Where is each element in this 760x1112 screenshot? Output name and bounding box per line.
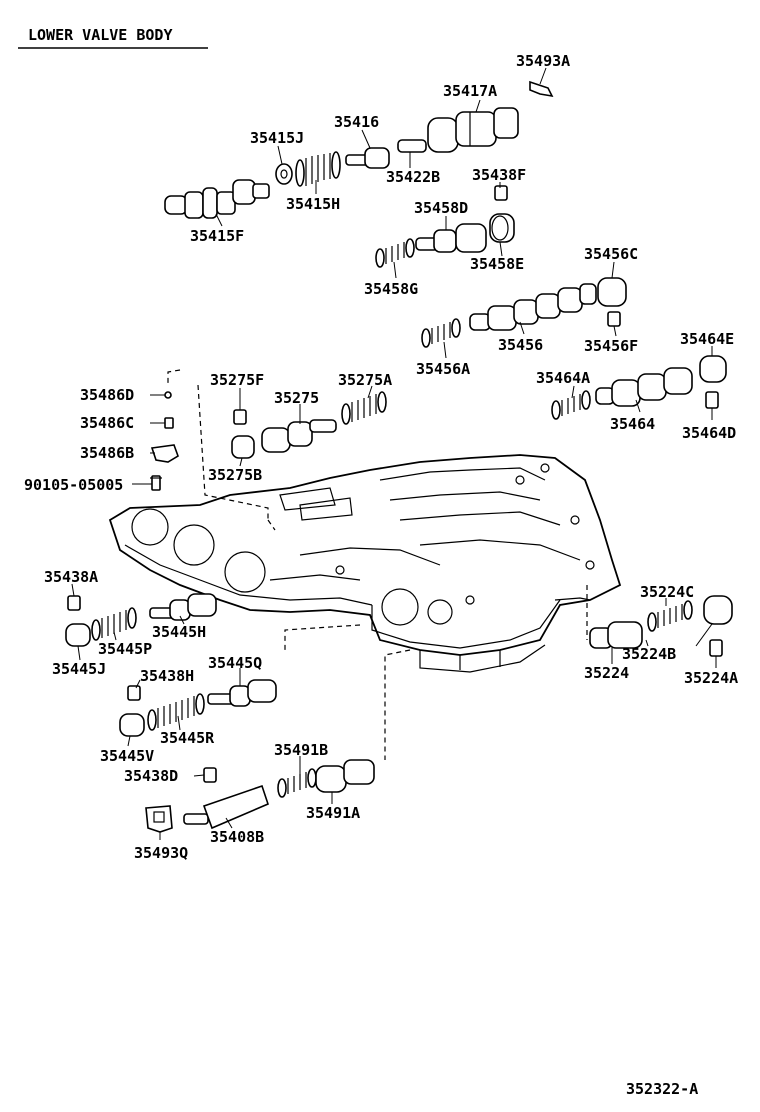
label-35493A: 35493A xyxy=(516,52,570,70)
part-35464E xyxy=(699,355,727,383)
label-35224C: 35224C xyxy=(640,583,694,601)
label-35464A: 35464A xyxy=(536,369,590,387)
label-35438A: 35438A xyxy=(44,568,98,586)
label-35438D: 35438D xyxy=(124,767,178,785)
label-35417A: 35417A xyxy=(443,82,497,100)
label-35415J: 35415J xyxy=(250,129,304,147)
part-35464A-spring xyxy=(551,390,591,420)
part-35408B xyxy=(183,784,269,830)
part-35464D xyxy=(705,391,719,409)
label-35464: 35464 xyxy=(610,415,655,433)
label-35491B: 35491B xyxy=(274,741,328,759)
part-35224C-spring xyxy=(647,600,693,632)
part-35493Q xyxy=(145,805,173,833)
part-35456C xyxy=(597,277,627,307)
part-35224 xyxy=(589,621,643,649)
part-35491A xyxy=(315,759,375,793)
part-35445J xyxy=(65,623,91,647)
label-35415H: 35415H xyxy=(286,195,340,213)
label-35491A: 35491A xyxy=(306,804,360,822)
part-35456A-spring xyxy=(421,318,461,348)
label-35445Q: 35445Q xyxy=(208,654,262,672)
part-35422B xyxy=(397,139,427,153)
part-35224B xyxy=(703,595,733,625)
label-35275: 35275 xyxy=(274,389,319,407)
part-35415J xyxy=(275,163,293,185)
part-35464 xyxy=(595,367,693,407)
diagram-title: LOWER VALVE BODY xyxy=(28,26,173,44)
part-35486B xyxy=(150,444,179,463)
part-35456 xyxy=(469,283,597,331)
part-35491B-spring xyxy=(277,768,317,798)
leader-lines xyxy=(71,67,717,840)
part-35486C xyxy=(164,417,174,429)
label-35408B: 35408B xyxy=(210,828,264,846)
part-35275A-spring xyxy=(341,391,387,425)
label-35445P: 35445P xyxy=(98,640,152,658)
part-labels: 35493A 35417A 35415J 35416 35422B 35438F… xyxy=(24,52,738,862)
part-35456F xyxy=(607,311,621,327)
label-35445J: 35445J xyxy=(52,660,106,678)
label-35486C: 35486C xyxy=(80,414,134,432)
part-35224A xyxy=(709,639,723,657)
label-35458D: 35458D xyxy=(414,199,468,217)
label-35224A: 35224A xyxy=(684,669,738,687)
label-35486B: 35486B xyxy=(80,444,134,462)
label-35275F: 35275F xyxy=(210,371,264,389)
label-35275B: 35275B xyxy=(208,466,262,484)
label-35464D: 35464D xyxy=(682,424,736,442)
label-35458E: 35458E xyxy=(470,255,524,273)
label-35224: 35224 xyxy=(584,664,629,682)
label-35275A: 35275A xyxy=(338,371,392,389)
part-35275F xyxy=(233,409,247,425)
part-35458G-spring xyxy=(375,238,415,268)
label-35438F: 35438F xyxy=(472,166,526,184)
part-35415H-spring xyxy=(295,151,341,187)
part-35445V xyxy=(119,713,145,737)
part-35417A xyxy=(427,107,519,153)
part-35438D xyxy=(203,767,217,783)
label-35456F: 35456F xyxy=(584,337,638,355)
label-35438H: 35438H xyxy=(140,667,194,685)
part-35445P-spring xyxy=(91,607,137,641)
part-35438A xyxy=(67,595,81,611)
label-35416: 35416 xyxy=(334,113,379,131)
label-35224B: 35224B xyxy=(622,645,676,663)
part-35438H xyxy=(127,685,141,701)
part-35275B xyxy=(231,435,255,459)
label-35486D: 35486D xyxy=(80,386,134,404)
part-35415F xyxy=(164,179,270,219)
part-35486D xyxy=(164,391,172,399)
valve-body-casting xyxy=(108,454,622,673)
label-35456: 35456 xyxy=(498,336,543,354)
part-35416 xyxy=(345,147,390,169)
label-90105-05005: 90105-05005 xyxy=(24,476,123,494)
part-35275 xyxy=(261,419,337,453)
diagram-reference-number: 352322-A xyxy=(626,1080,698,1098)
label-35458G: 35458G xyxy=(364,280,418,298)
part-35438F xyxy=(494,185,508,201)
part-35458E xyxy=(489,213,515,243)
part-90105-bolt xyxy=(150,475,162,491)
part-35445H xyxy=(149,593,217,621)
label-35464E: 35464E xyxy=(680,330,734,348)
part-35445R-spring xyxy=(147,693,205,731)
label-35415F: 35415F xyxy=(190,227,244,245)
label-35493Q: 35493Q xyxy=(134,844,188,862)
assembly-lines xyxy=(167,369,588,760)
label-35422B: 35422B xyxy=(386,168,440,186)
label-35445R: 35445R xyxy=(160,729,215,747)
part-35458D xyxy=(415,223,487,253)
part-35493A xyxy=(529,80,554,98)
label-35445H: 35445H xyxy=(152,623,206,641)
part-35445Q xyxy=(207,679,277,707)
label-35445V: 35445V xyxy=(100,747,154,765)
label-35456C: 35456C xyxy=(584,245,638,263)
label-35456A: 35456A xyxy=(416,360,470,378)
